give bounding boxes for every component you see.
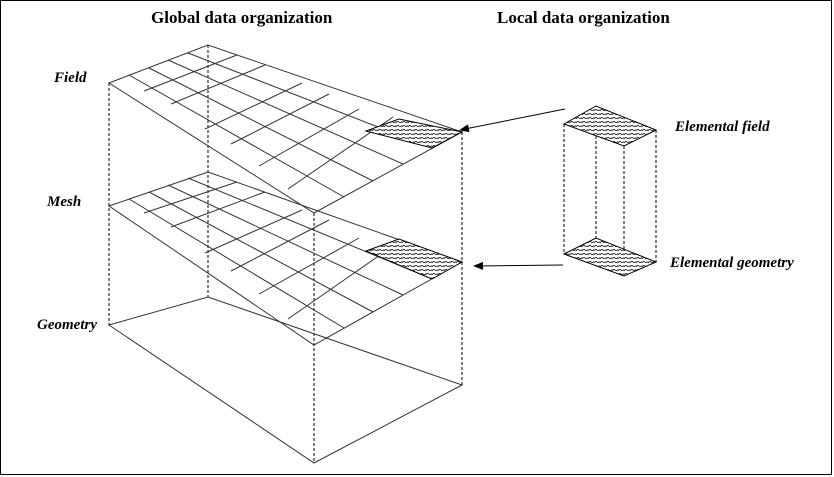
elemental-field-label: Elemental field: [675, 119, 770, 135]
elemental-prism: [563, 106, 657, 276]
field-label: Field: [54, 70, 87, 86]
mesh-label: Mesh: [47, 194, 82, 210]
elemental-geometry-patch: [562, 237, 658, 277]
field-arrow: [459, 108, 566, 133]
mesh-element-patch: [364, 238, 464, 280]
geometry-layer: [107, 296, 464, 464]
elemental-geometry-label: Elemental geometry: [670, 255, 794, 271]
elemental-field-patch: [562, 105, 658, 147]
vertical-edges: [108, 45, 463, 463]
global-heading: Global data organization: [151, 8, 333, 27]
mesh-layer: [107, 171, 464, 346]
local-heading: Local data organization: [497, 8, 670, 27]
geometry-label: Geometry: [37, 317, 97, 333]
field-element-patch: [364, 118, 464, 149]
geometry-arrow: [473, 261, 564, 270]
